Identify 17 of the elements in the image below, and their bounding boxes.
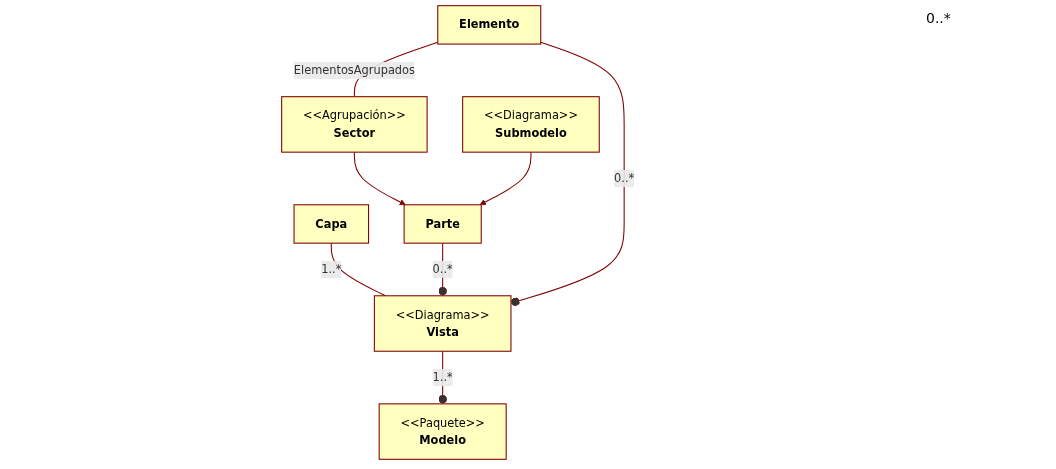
multiplicity-label: 0..* xyxy=(926,10,952,26)
arrow xyxy=(353,151,406,206)
node-box: Parte xyxy=(403,204,482,244)
node-box: <<Agrupación>> Sector xyxy=(281,96,428,153)
node-box: Capa xyxy=(293,204,370,244)
edge-label: ElementosAgrupados xyxy=(293,63,416,77)
connector xyxy=(438,242,448,297)
edge-label: 1..* xyxy=(432,370,453,384)
edge-label: 0..* xyxy=(614,171,635,185)
connector xyxy=(438,350,448,405)
node-box: <<Diagrama>> Vista xyxy=(373,295,512,352)
node-box: <<Diagrama>> Submodelo xyxy=(462,96,600,153)
edge-label: 0..* xyxy=(432,262,453,276)
node-box: Elemento xyxy=(437,5,542,45)
edge-label: 1..* xyxy=(321,262,342,276)
arrow xyxy=(479,151,532,206)
node-box: <<Paquete>> Modelo xyxy=(378,403,507,460)
